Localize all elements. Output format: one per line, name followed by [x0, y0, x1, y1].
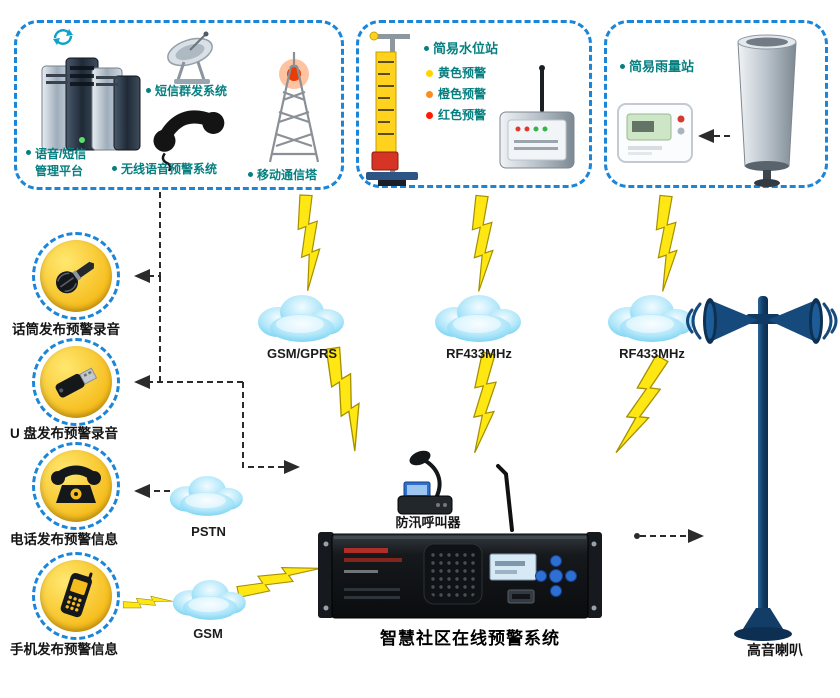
connector-to-caller — [242, 382, 300, 474]
cloud-gsm — [172, 579, 246, 620]
cloud-rf433-water — [435, 295, 521, 342]
label-horn: 高音喇叭 — [747, 642, 803, 658]
label-text: 红色预警 — [438, 108, 487, 122]
rain-gauge-icon — [737, 34, 797, 187]
label-flood-caller: 防汛呼叫器 — [395, 515, 461, 530]
microphone-icon — [55, 261, 95, 294]
bullet-dot — [248, 172, 253, 177]
label-source-mic: 话筒发布预警录音 — [12, 322, 120, 337]
label-text: 黄色预警 — [438, 66, 487, 80]
alarm-host-device — [318, 532, 602, 619]
bullet-dot — [146, 88, 151, 93]
warning-dot-red — [426, 112, 433, 119]
label-source-usb: U 盘发布预警录音 — [10, 426, 118, 441]
usb-drive-icon — [55, 367, 98, 398]
mobile-phone-icon — [60, 572, 93, 618]
cloud-rf433-rain — [608, 295, 694, 342]
warning-orange: 橙色预警 — [426, 85, 486, 102]
bolt-rain-rf433 — [653, 193, 682, 293]
bolt-rf433-device-2 — [613, 352, 672, 461]
label-text: 语音/短信 管理平台 — [35, 147, 87, 178]
warning-dot-yellow — [426, 70, 433, 77]
warning-yellow: 黄色预警 — [426, 64, 486, 81]
source-mic-disc — [40, 240, 112, 312]
source-phone-disc — [40, 450, 112, 522]
bullet-dot — [112, 166, 117, 171]
bolt-gsm-device — [234, 552, 322, 603]
bolt-mobile-gsm — [121, 591, 174, 612]
bolt-platform-gsmgprs — [293, 192, 327, 292]
server-stack-icon — [41, 57, 141, 151]
label-mobile-comm-tower: 移动通信塔 — [248, 166, 317, 183]
dashed-connectors — [134, 129, 730, 543]
label-voice-sms-platform: 语音/短信 管理平台 — [26, 146, 110, 180]
label-text: 移动通信塔 — [257, 168, 318, 182]
phone-handset-icon — [153, 110, 225, 172]
source-phone-circle — [32, 442, 120, 530]
rain-display-icon — [617, 103, 693, 163]
satellite-dish-icon — [167, 31, 213, 84]
bullet-dot — [26, 150, 31, 155]
label-text: 简易雨量站 — [629, 59, 695, 74]
water-station-title: 简易水位站 — [424, 38, 498, 57]
cloud-pstn — [169, 475, 243, 516]
water-level-station-icon — [366, 31, 418, 186]
bolt-rf433-device — [471, 351, 498, 455]
warning-dot-orange — [426, 91, 433, 98]
label-text: 短信群发系统 — [155, 84, 228, 98]
comm-tower-icon — [268, 52, 320, 163]
horn-speaker-pole — [686, 296, 838, 641]
source-mic-circle — [32, 232, 120, 320]
telephone-icon — [51, 465, 101, 503]
flood-caller-mic — [397, 450, 453, 515]
cloud-label-rf433-rain: RF433MHz — [619, 346, 685, 361]
bullet-dot — [620, 64, 625, 69]
label-source-mobile: 手机发布预警信息 — [10, 642, 118, 657]
system-title: 智慧社区在线预警系统 — [380, 629, 560, 648]
label-text: 简易水位站 — [433, 41, 499, 56]
label-sms-broadcast: 短信群发系统 — [146, 82, 227, 99]
cloud-label-gsm: GSM — [193, 626, 223, 641]
warning-red: 红色预警 — [426, 106, 486, 123]
connector-platform-to-mic — [134, 192, 161, 283]
cloud-label-gsm-gprs: GSM/GPRS — [266, 346, 338, 361]
rain-station-title: 简易雨量站 — [620, 56, 694, 75]
sync-arrows-icon — [53, 29, 73, 45]
source-mobile-circle — [32, 552, 120, 640]
cloud-gsm-gprs — [258, 295, 344, 342]
rtu-device-icon — [499, 65, 575, 169]
source-usb-disc — [40, 346, 112, 418]
cloud-label-pstn: PSTN — [191, 524, 226, 539]
device-antenna — [496, 464, 514, 532]
source-usb-circle — [32, 338, 120, 426]
label-source-phone: 电话发布预警信息 — [10, 532, 118, 547]
connector-dot — [634, 533, 640, 539]
label-text: 无线语音预警系统 — [121, 162, 218, 176]
bullet-dot — [424, 46, 429, 51]
label-text: 橙色预警 — [438, 87, 487, 101]
cloud-label-rf433-water: RF433MHz — [446, 346, 512, 361]
source-mobile-disc — [40, 560, 112, 632]
bolt-water-rf433 — [469, 193, 498, 293]
label-wireless-voice-alarm: 无线语音预警系统 — [112, 160, 217, 177]
